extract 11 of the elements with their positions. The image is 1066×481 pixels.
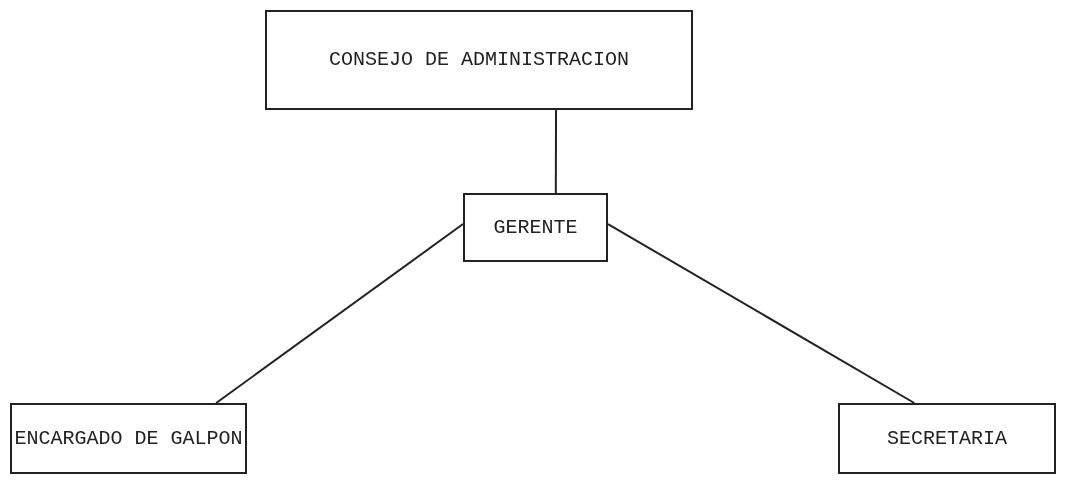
role-label: GERENTE bbox=[493, 215, 578, 240]
role-label: ENCARGADO DE GALPON bbox=[14, 426, 243, 451]
org-box bbox=[838, 403, 1056, 474]
connector-line bbox=[215, 223, 464, 404]
role-label: SECRETARIA bbox=[887, 426, 1007, 451]
org-box bbox=[265, 10, 693, 110]
org-box bbox=[10, 403, 247, 474]
connector-line bbox=[607, 223, 916, 404]
connector-line bbox=[554, 109, 558, 194]
role-label: CONSEJO DE ADMINISTRACION bbox=[328, 48, 630, 72]
org-box bbox=[463, 193, 608, 262]
